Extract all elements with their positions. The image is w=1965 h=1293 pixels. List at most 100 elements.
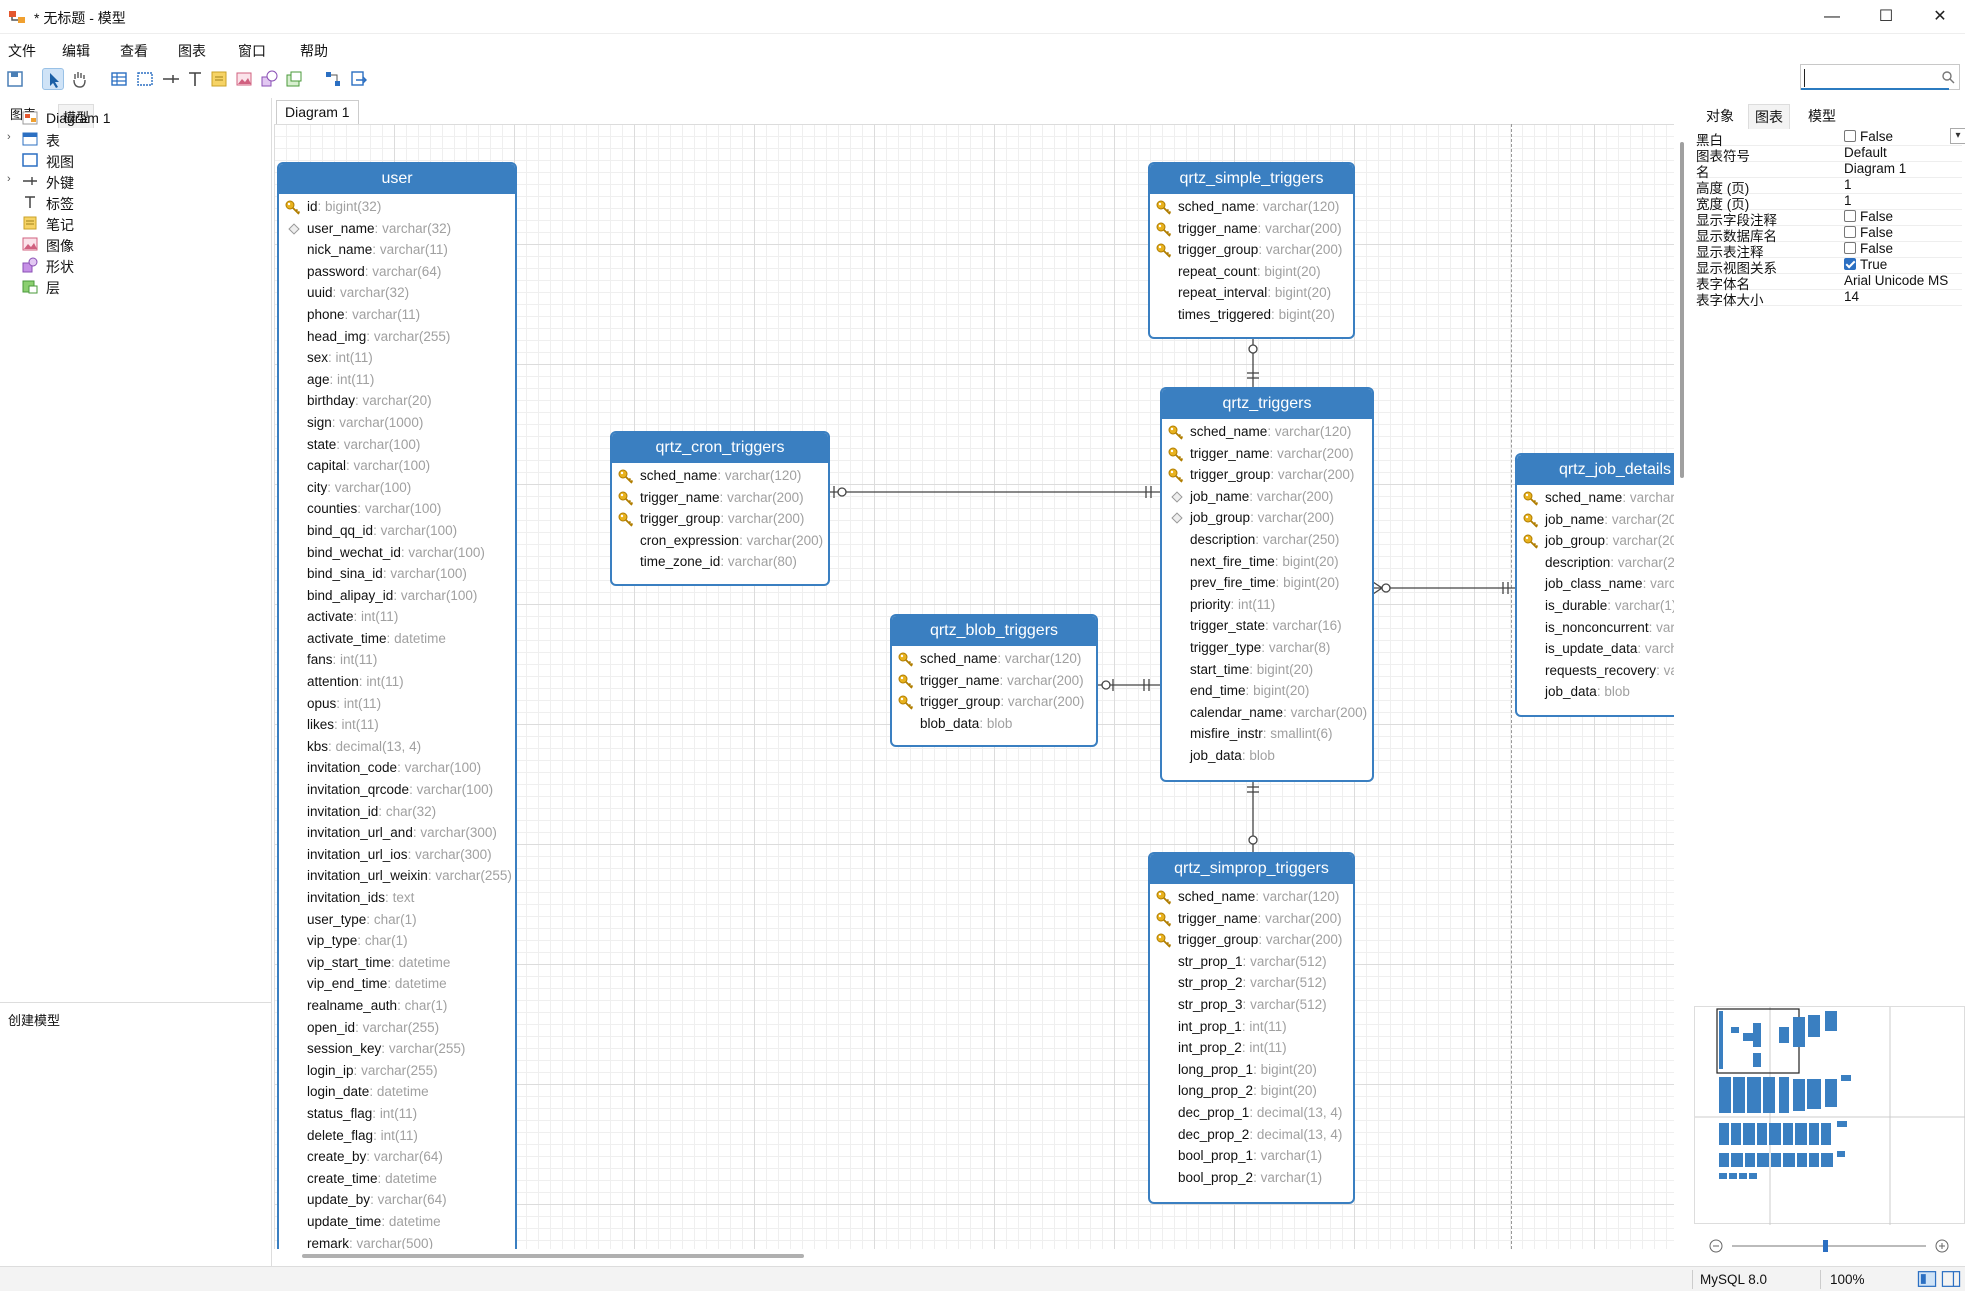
hand-tool-icon[interactable] [68,68,90,90]
close-button[interactable]: ✕ [1933,8,1947,25]
checkbox[interactable] [1844,130,1856,142]
tree-item-image[interactable]: 图像 [0,234,270,255]
note-tool-icon[interactable] [208,68,230,90]
minimize-button[interactable]: — [1824,8,1840,25]
field-row[interactable]: create_by: varchar(64) [307,1149,443,1165]
save-icon[interactable] [4,68,26,90]
field-row[interactable]: counties: varchar(100) [307,501,442,517]
table-tool-icon[interactable] [108,68,130,90]
field-row[interactable]: login_date: datetime [307,1084,429,1100]
field-row[interactable]: time_zone_id: varchar(80) [640,554,797,570]
tree-item-view[interactable]: 视图 [0,150,270,171]
split-view-icon[interactable] [1940,1268,1961,1287]
tab-diagram[interactable]: 图表 [1748,104,1790,129]
field-row[interactable]: str_prop_1: varchar(512) [1178,953,1327,969]
field-row[interactable]: requests_recovery: varchar(1) [1517,660,1674,682]
field-row[interactable]: bind_sina_id: varchar(100) [307,566,467,582]
menu-diagram[interactable]: 图表 [178,43,206,59]
field-row[interactable]: bool_prop_2: varchar(1) [1178,1169,1323,1185]
grid-view-icon[interactable] [1916,1268,1937,1287]
horizontal-scrollbar[interactable] [302,1254,804,1258]
field-row[interactable]: trigger_state: varchar(16) [1190,618,1342,634]
pointer-tool-icon[interactable] [42,68,64,90]
property-value[interactable]: False [1844,209,1893,224]
field-row[interactable]: blob_data: blob [920,715,1013,731]
property-value[interactable]: 1 [1844,193,1852,208]
field-row[interactable]: session_key: varchar(255) [307,1041,466,1057]
auto-layout-icon[interactable] [322,68,344,90]
property-value[interactable]: Default [1844,145,1887,160]
field-row[interactable]: invitation_code: varchar(100) [307,760,482,776]
label-tool-icon[interactable] [184,68,206,90]
menu-help[interactable]: 帮助 [300,43,328,59]
field-row[interactable]: update_by: varchar(64) [307,1192,447,1208]
field-row[interactable]: user_name: varchar(32) [279,218,515,240]
menu-file[interactable]: 文件 [8,43,36,59]
field-row[interactable]: login_ip: varchar(255) [307,1062,438,1078]
chevron-down-icon[interactable]: ▾ [1950,128,1965,144]
property-value[interactable]: True [1844,257,1887,272]
field-row[interactable]: cron_expression: varchar(200) [640,532,824,548]
field-row[interactable]: head_img: varchar(255) [307,328,451,344]
field-row[interactable]: invitation_ids: text [307,890,415,905]
menu-edit[interactable]: 编辑 [62,43,90,59]
field-row[interactable]: realname_auth: char(1) [307,997,448,1013]
field-row[interactable]: priority: int(11) [1190,596,1276,612]
property-value[interactable]: False [1844,129,1893,144]
field-row[interactable]: sched_name: varchar(120) [1150,196,1353,218]
field-row[interactable]: end_time: bigint(20) [1190,683,1310,699]
field-row[interactable]: attention: int(11) [307,674,404,690]
field-row[interactable]: invitation_url_ios: varchar(300) [307,846,492,862]
field-row[interactable]: job_group: varchar(200) [1162,507,1372,529]
field-row[interactable]: delete_flag: int(11) [307,1127,418,1143]
tab-diagram-1[interactable]: Diagram 1 [276,100,359,124]
field-row[interactable]: likes: int(11) [307,717,379,733]
tab-object[interactable]: 对象 [1706,108,1734,124]
export-diagram-icon[interactable] [348,68,370,90]
field-row[interactable]: trigger_group: varchar(200) [1162,464,1372,486]
field-row[interactable]: invitation_url_weixin: varchar(255) [307,868,512,884]
field-row[interactable]: is_update_data: varchar(1) [1517,638,1674,660]
field-row[interactable]: sched_name: varchar(120) [1162,421,1372,443]
tree-item-diagram[interactable]: Diagram 1 [0,108,270,129]
field-row[interactable]: state: varchar(100) [307,436,421,452]
field-row[interactable]: bool_prop_1: varchar(1) [1178,1148,1323,1164]
field-row[interactable]: repeat_interval: bigint(20) [1178,285,1332,301]
field-row[interactable]: trigger_group: varchar(200) [892,691,1096,713]
field-row[interactable]: description: varchar(250) [1190,531,1340,547]
field-row[interactable]: password: varchar(64) [307,263,442,279]
field-row[interactable]: activate: int(11) [307,609,399,625]
checkbox[interactable] [1844,210,1856,222]
field-row[interactable]: city: varchar(100) [307,479,412,495]
field-row[interactable]: invitation_url_and: varchar(300) [307,825,497,841]
overview-map[interactable] [1694,1006,1965,1225]
foreign-key-tool-icon[interactable] [160,68,182,90]
tree-item-layer[interactable]: 层 [0,276,270,297]
field-row[interactable]: bind_wechat_id: varchar(100) [307,544,485,560]
field-row[interactable]: int_prop_2: int(11) [1178,1040,1287,1056]
field-row[interactable]: calendar_name: varchar(200) [1190,704,1368,720]
field-row[interactable]: long_prop_1: bigint(20) [1178,1061,1317,1077]
property-row[interactable]: 宽度 (页)1 [1696,193,1962,212]
layer-tool-icon[interactable] [283,68,305,90]
field-row[interactable]: job_data: blob [1190,747,1275,763]
field-row[interactable]: vip_end_time: datetime [307,976,447,992]
field-row[interactable]: is_nonconcurrent: varchar(1) [1517,617,1674,639]
field-row[interactable]: trigger_group: varchar(200) [612,508,828,530]
field-row[interactable]: str_prop_3: varchar(512) [1178,996,1327,1012]
field-row[interactable]: description: varchar(250) [1517,552,1674,574]
field-row[interactable]: trigger_group: varchar(200) [1150,929,1353,951]
field-row[interactable]: activate_time: datetime [307,630,446,646]
field-row[interactable]: job_data: blob [1545,684,1630,700]
menu-window[interactable]: 窗口 [238,43,266,59]
